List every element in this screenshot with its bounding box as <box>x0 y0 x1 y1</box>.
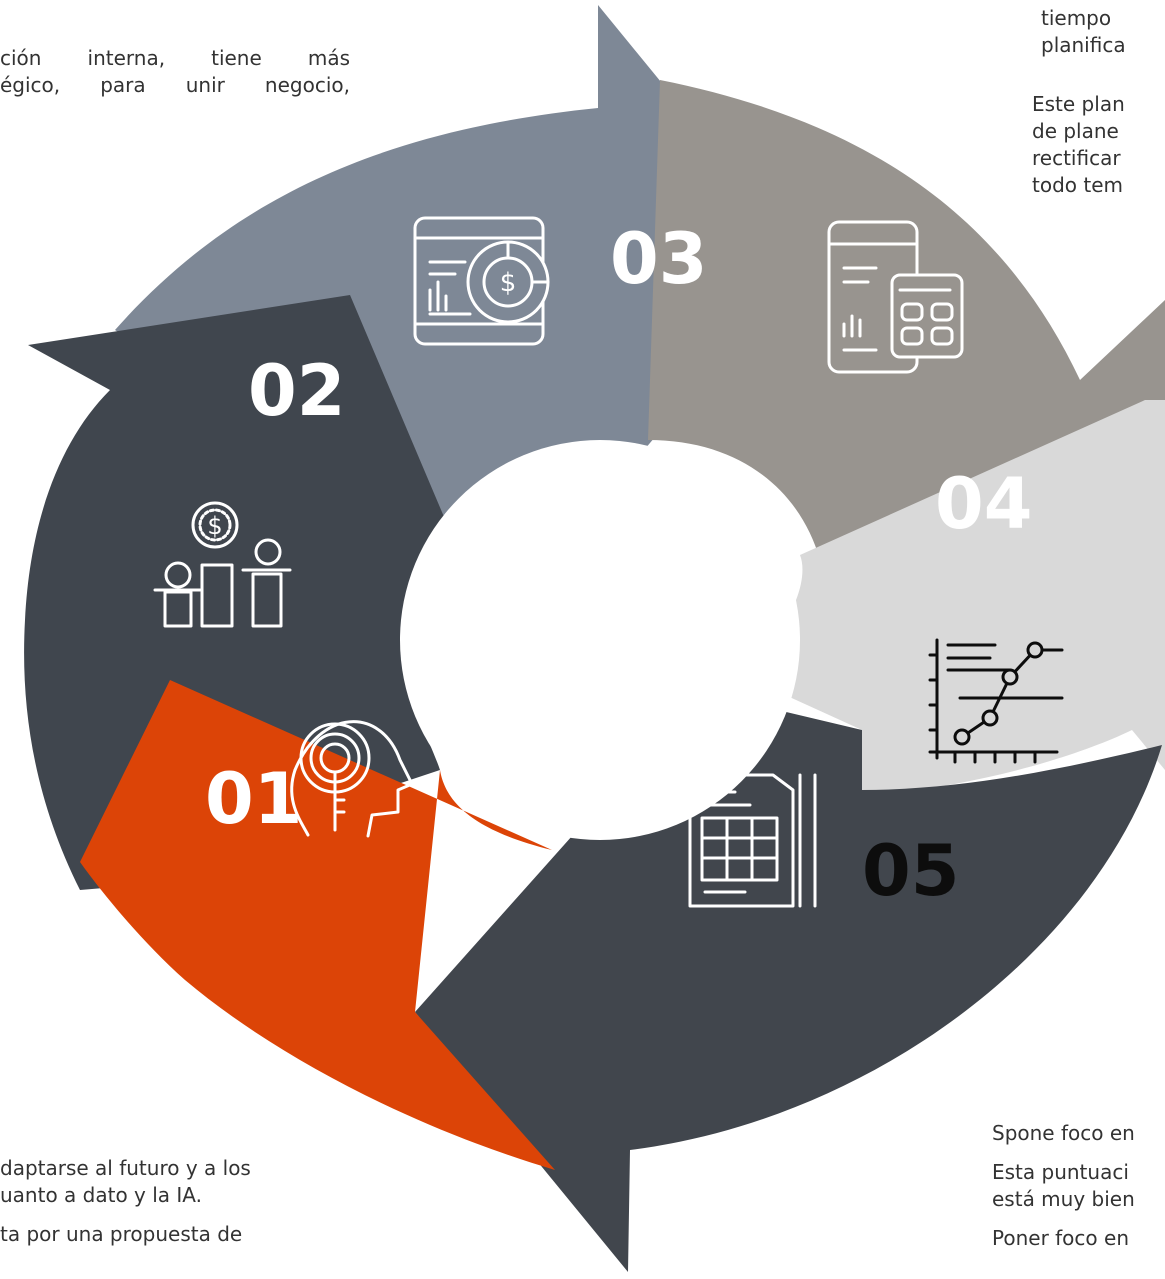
coins-podium-icon: $ <box>153 501 292 628</box>
top-right-paragraph-2: Este plan de plane rectificar todo tem <box>1032 91 1165 199</box>
center-hole <box>400 440 800 840</box>
head-key-icon <box>290 720 414 838</box>
text-line: uanto a dato y la IA. <box>0 1183 202 1207</box>
phone-calculator-icon <box>827 220 964 374</box>
top-right-paragraph-1: tiempo planifica <box>1041 5 1165 59</box>
text-line: ta por una propuesta de <box>0 1222 243 1246</box>
text-line: todo tem <box>1032 173 1123 197</box>
text-line: Este plan <box>1032 92 1125 116</box>
text-line: tiempo <box>1041 6 1112 30</box>
text-line: planifica <box>1041 33 1126 57</box>
top-left-paragraph: ción interna, tiene más égico, para unir… <box>0 45 350 99</box>
bottom-left-paragraph: daptarse al futuro y a los uanto a dato … <box>0 1155 340 1248</box>
tablet-financial-chart-icon: $ <box>413 216 550 346</box>
svg-text:$: $ <box>207 512 222 540</box>
text-line: Esta puntuaci <box>992 1160 1129 1184</box>
text-line: de plane <box>1032 119 1119 143</box>
spreadsheet-document-icon <box>688 773 817 908</box>
text-line: rectificar <box>1032 146 1121 170</box>
svg-text:$: $ <box>500 268 517 298</box>
text-line: daptarse al futuro y a los <box>0 1156 251 1180</box>
text-line: égico, para unir negocio, <box>0 73 350 97</box>
segment-02 <box>24 295 475 890</box>
step-number-03: 03 <box>610 218 707 300</box>
step-number-01: 01 <box>205 758 302 840</box>
segment-01 <box>80 680 555 1170</box>
segment-06 <box>415 700 1162 1272</box>
step-number-02: 02 <box>248 350 345 432</box>
growth-line-chart-icon <box>928 638 1064 764</box>
step-number-06: 06 <box>498 705 595 787</box>
bottom-right-paragraph: Spone foco en Esta puntuaci está muy bie… <box>992 1120 1165 1252</box>
segment-05 <box>730 400 1165 795</box>
text-line: está muy bien <box>992 1187 1135 1211</box>
step-number-04: 04 <box>935 463 1032 545</box>
text-line: ción interna, tiene más <box>0 46 350 70</box>
text-line: Poner foco en <box>992 1226 1129 1250</box>
step-number-05: 05 <box>862 830 959 912</box>
text-line: Spone foco en <box>992 1121 1135 1145</box>
